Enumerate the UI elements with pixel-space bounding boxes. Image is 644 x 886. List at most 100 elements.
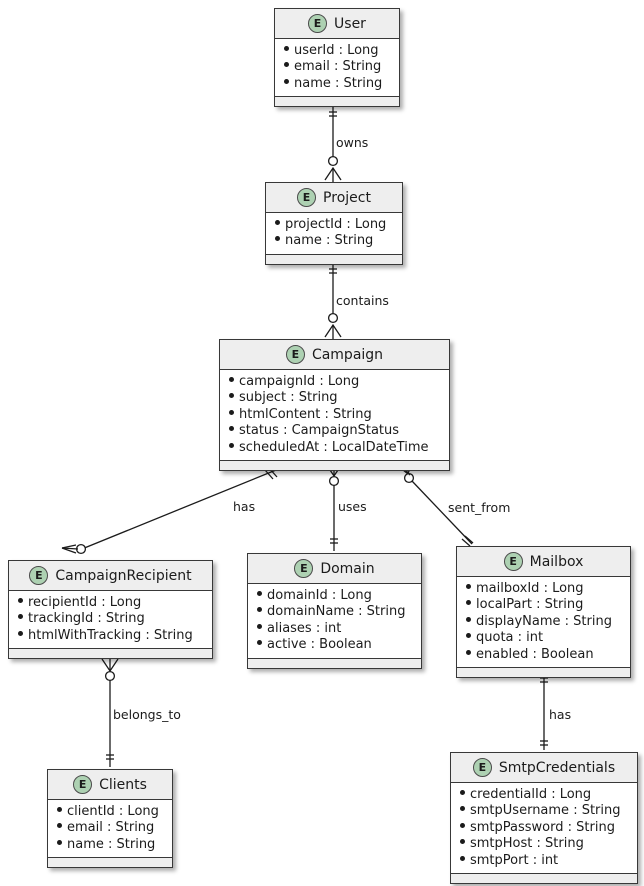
attribute-text: credentialId : Long — [470, 787, 592, 802]
relationship-label-sent-from: sent_from — [448, 500, 511, 515]
attribute-row: email : String — [48, 820, 172, 836]
edge-mailbox-has-credentials — [540, 673, 548, 750]
entity-attributes-domain: domainId : Long domainName : String alia… — [248, 584, 421, 659]
entity-footer-compartment — [248, 658, 421, 668]
attribute-text: domainId : Long — [267, 588, 372, 603]
attribute-text: trackingId : String — [28, 611, 145, 627]
attribute-row: campaignId : Long — [220, 374, 449, 390]
attribute-row: projectId : Long — [266, 217, 402, 233]
attribute-text: mailboxId : Long — [476, 581, 584, 596]
entity-smtp-credentials[interactable]: E SmtpCredentials credentialId : Long sm… — [450, 752, 638, 885]
entity-title-project: Project — [323, 189, 371, 206]
attribute-row: status : CampaignStatus — [220, 423, 449, 439]
bullet-icon — [466, 584, 471, 589]
attribute-row: recipientId : Long — [9, 595, 212, 611]
bullet-icon — [257, 591, 262, 596]
attribute-text: enabled : Boolean — [476, 646, 594, 662]
attribute-row: email : String — [275, 59, 399, 75]
attribute-text: scheduledAt : LocalDateTime — [239, 439, 429, 455]
entity-footer-compartment — [451, 874, 637, 884]
entity-footer-compartment — [48, 858, 172, 868]
entity-project[interactable]: E Project projectId : Long name : String — [265, 182, 403, 265]
attribute-text: smtpHost : String — [470, 836, 584, 852]
attribute-row: clientId : Long — [48, 804, 172, 820]
bullet-icon — [57, 823, 62, 829]
bullet-icon — [460, 822, 465, 828]
bullet-icon — [466, 616, 471, 622]
entity-footer-compartment — [266, 254, 402, 264]
attribute-row: active : Boolean — [248, 637, 421, 653]
relationship-label-owns: owns — [336, 135, 369, 150]
entity-badge-icon: E — [29, 566, 49, 585]
entity-campaign[interactable]: E Campaign campaignId : Long subject : S… — [219, 339, 450, 472]
entity-footer-compartment — [220, 461, 449, 471]
relationship-label-mailbox-has-credentials: has — [549, 707, 572, 722]
attribute-text: smtpPort : int — [470, 852, 559, 868]
entity-badge-icon: E — [472, 758, 492, 777]
bullet-icon — [466, 649, 471, 655]
entity-footer-compartment — [275, 97, 399, 107]
attribute-text: displayName : String — [476, 613, 612, 629]
entity-clients[interactable]: E Clients clientId : Long email : String… — [47, 769, 173, 869]
relationship-label-contains: contains — [336, 293, 389, 308]
attribute-row: domainId : Long — [248, 588, 421, 604]
attribute-text: userId : Long — [294, 43, 379, 58]
attribute-row: name : String — [275, 76, 399, 92]
attribute-row: htmlContent : String — [220, 407, 449, 423]
entity-campaign-recipient[interactable]: E CampaignRecipient recipientId : Long t… — [8, 560, 213, 660]
entity-header-user: E User — [275, 9, 399, 39]
entity-mailbox[interactable]: E Mailbox mailboxId : Long localPart : S… — [456, 546, 631, 679]
attribute-row: credentialId : Long — [451, 787, 637, 803]
bullet-icon — [229, 442, 234, 448]
entity-footer-compartment — [9, 649, 212, 659]
entity-title-mailbox: Mailbox — [529, 553, 584, 570]
bullet-icon — [275, 220, 280, 225]
bullet-icon — [284, 62, 289, 68]
bullet-icon — [460, 839, 465, 845]
attribute-text: status : CampaignStatus — [239, 423, 400, 439]
attribute-row: smtpUsername : String — [451, 803, 637, 819]
entity-badge-icon: E — [285, 345, 305, 364]
bullet-icon — [57, 839, 62, 845]
attribute-text: subject : String — [239, 390, 338, 406]
bullet-icon — [57, 807, 62, 812]
entity-header-campaign: E Campaign — [220, 340, 449, 370]
attribute-text: quota : int — [476, 630, 544, 646]
attribute-text: active : Boolean — [267, 637, 372, 653]
entity-badge-icon: E — [308, 14, 328, 33]
attribute-text: projectId : Long — [285, 217, 387, 232]
attribute-text: email : String — [294, 59, 382, 75]
bullet-icon — [460, 806, 465, 812]
bullet-icon — [229, 426, 234, 432]
entity-header-campaign-recipient: E CampaignRecipient — [9, 561, 212, 591]
attribute-text: recipientId : Long — [28, 595, 142, 610]
attribute-row: enabled : Boolean — [457, 647, 630, 663]
entity-user[interactable]: E User userId : Long email : String name… — [274, 8, 400, 108]
attribute-text: smtpPassword : String — [470, 819, 615, 835]
entity-title-clients: Clients — [99, 776, 147, 793]
attribute-text: email : String — [67, 820, 155, 836]
attribute-text: campaignId : Long — [239, 374, 360, 389]
attribute-row: smtpHost : String — [451, 836, 637, 852]
relationship-label-belongs-to: belongs_to — [113, 707, 181, 722]
attribute-row: quota : int — [457, 630, 630, 646]
bullet-icon — [18, 630, 23, 636]
attribute-row: smtpPort : int — [451, 853, 637, 869]
entity-attributes-mailbox: mailboxId : Long localPart : String disp… — [457, 577, 630, 669]
attribute-text: aliases : int — [267, 620, 342, 636]
entity-attributes-project: projectId : Long name : String — [266, 213, 402, 255]
bullet-icon — [466, 633, 471, 639]
attribute-row: displayName : String — [457, 614, 630, 630]
attribute-text: htmlContent : String — [239, 406, 372, 422]
attribute-row: localPart : String — [457, 597, 630, 613]
entity-attributes-user: userId : Long email : String name : Stri… — [275, 39, 399, 98]
attribute-text: name : String — [67, 836, 156, 852]
bullet-icon — [18, 614, 23, 620]
entity-domain[interactable]: E Domain domainId : Long domainName : St… — [247, 553, 422, 669]
attribute-row: subject : String — [220, 390, 449, 406]
relationship-label-has-recipient: has — [233, 499, 256, 514]
bullet-icon — [229, 409, 234, 415]
entity-attributes-clients: clientId : Long email : String name : St… — [48, 800, 172, 859]
bullet-icon — [229, 377, 234, 382]
